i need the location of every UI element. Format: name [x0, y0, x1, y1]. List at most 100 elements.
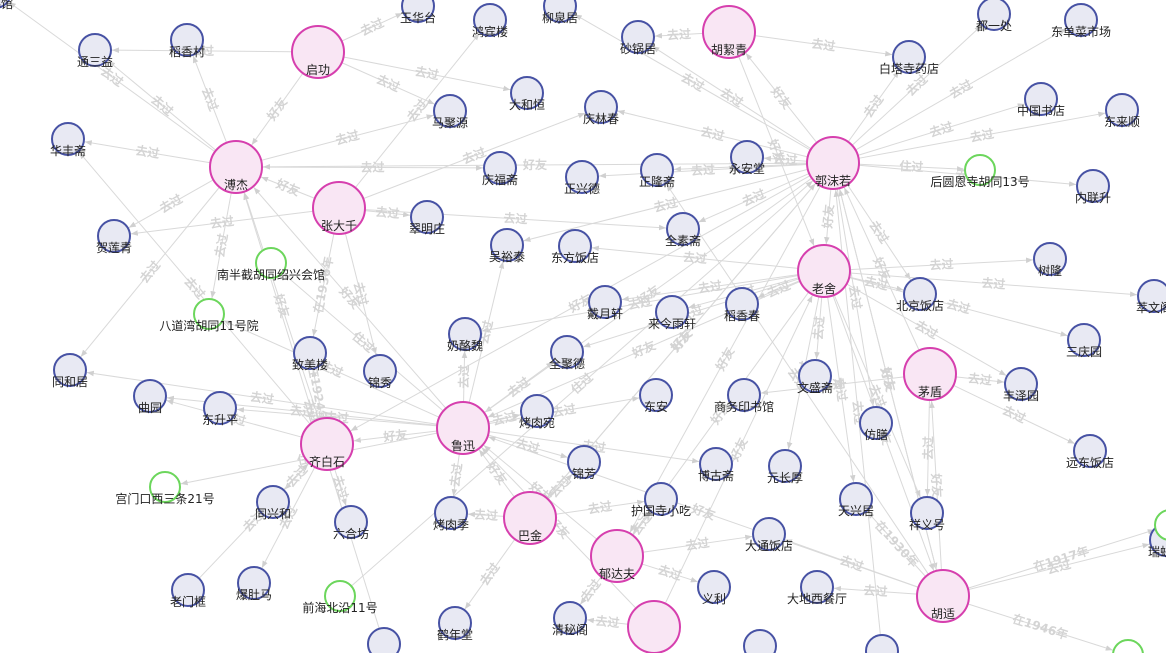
address-node-circle[interactable]	[193, 298, 225, 330]
address-node-circle[interactable]	[964, 154, 996, 186]
place-node[interactable]: 东来顺	[1104, 93, 1140, 129]
person-node-circle[interactable]	[903, 347, 957, 401]
place-node[interactable]	[743, 629, 777, 653]
place-node[interactable]: 树隆	[1033, 242, 1067, 278]
place-node[interactable]: 鹤年堂	[437, 606, 473, 642]
place-node-circle[interactable]	[798, 359, 832, 393]
place-node[interactable]: 吴裕泰	[489, 228, 525, 264]
place-node-circle[interactable]	[558, 229, 592, 263]
place-node[interactable]: 天兴居	[838, 482, 874, 518]
place-node-circle[interactable]	[203, 391, 237, 425]
place-node[interactable]: 丰泽园	[1003, 367, 1039, 403]
place-node[interactable]: 烤肉宛	[519, 394, 555, 430]
place-node-circle[interactable]	[839, 482, 873, 516]
place-node-circle[interactable]	[865, 634, 899, 653]
place-node-circle[interactable]	[859, 406, 893, 440]
place-node-circle[interactable]	[97, 219, 131, 253]
place-node[interactable]: 全素斋	[665, 212, 701, 248]
person-node-circle[interactable]	[312, 181, 366, 235]
place-node[interactable]: 全聚德	[549, 335, 585, 371]
place-node[interactable]: 文盛斋	[797, 359, 833, 395]
place-node-circle[interactable]	[588, 285, 622, 319]
person-node[interactable]: 胡适	[916, 569, 970, 623]
place-node-circle[interactable]	[448, 317, 482, 351]
place-node-circle[interactable]	[520, 394, 554, 428]
place-node[interactable]: 都一处	[976, 0, 1012, 33]
place-node-circle[interactable]	[78, 33, 112, 67]
place-node-circle[interactable]	[800, 570, 834, 604]
place-node-circle[interactable]	[434, 496, 468, 530]
place-node[interactable]: 大地西餐厅	[787, 570, 847, 606]
place-node-circle[interactable]	[644, 482, 678, 516]
place-node[interactable]: 东安	[639, 378, 673, 414]
place-node-circle[interactable]	[977, 0, 1011, 31]
person-node-circle[interactable]	[209, 140, 263, 194]
place-node-circle[interactable]	[473, 3, 507, 37]
place-node-circle[interactable]	[725, 287, 759, 321]
place-node[interactable]: 远东饭店	[1066, 434, 1114, 470]
place-node[interactable]: 爆肚马	[236, 566, 272, 602]
place-node[interactable]: 白塔寺药店	[879, 40, 939, 76]
place-node[interactable]: 北京饭店	[896, 277, 944, 313]
place-node-circle[interactable]	[510, 76, 544, 110]
person-node[interactable]: 郁达夫	[590, 529, 644, 583]
place-node[interactable]	[865, 634, 899, 653]
person-node-circle[interactable]	[806, 136, 860, 190]
place-node[interactable]: 翠明庄	[409, 200, 445, 236]
place-node[interactable]: 博古斋	[698, 447, 734, 483]
place-node[interactable]: 老门框	[170, 573, 206, 609]
place-node-circle[interactable]	[543, 0, 577, 23]
address-node[interactable]	[1154, 509, 1166, 541]
place-node[interactable]: 护国寺小吃	[631, 482, 691, 518]
place-node[interactable]: 稻香村	[169, 23, 205, 59]
place-node-circle[interactable]	[553, 601, 587, 635]
place-node-circle[interactable]	[730, 140, 764, 174]
place-node[interactable]: 戴月轩	[587, 285, 623, 321]
place-node[interactable]: 义利	[697, 570, 731, 606]
place-node[interactable]: 烤肉季	[433, 496, 469, 532]
place-node[interactable]: 东单菜市场	[1051, 3, 1111, 39]
place-node-circle[interactable]	[256, 485, 290, 519]
address-node-circle[interactable]	[1112, 639, 1144, 653]
place-node[interactable]: 来今雨轩	[648, 295, 696, 331]
person-node[interactable]: 鲁迅	[436, 401, 490, 455]
place-node[interactable]: 奶酪魏	[447, 317, 483, 353]
place-node[interactable]: 鸿宾楼	[472, 3, 508, 39]
person-node[interactable]: 胡絜青	[702, 5, 756, 59]
place-node-circle[interactable]	[293, 336, 327, 370]
place-node-circle[interactable]	[903, 277, 937, 311]
place-node-circle[interactable]	[1024, 82, 1058, 116]
place-node[interactable]: 玉华台	[400, 0, 436, 25]
place-node-circle[interactable]	[1033, 242, 1067, 276]
place-node-circle[interactable]	[53, 353, 87, 387]
place-node[interactable]: 永安堂	[729, 140, 765, 176]
place-node-circle[interactable]	[490, 228, 524, 262]
place-node-circle[interactable]	[483, 151, 517, 185]
place-node-circle[interactable]	[170, 23, 204, 57]
place-node-circle[interactable]	[237, 566, 271, 600]
address-node[interactable]: 宫门口西三条21号	[115, 471, 215, 506]
place-node-circle[interactable]	[51, 122, 85, 156]
place-node[interactable]: 萃文阁	[1136, 279, 1166, 315]
place-node-circle[interactable]	[1067, 323, 1101, 357]
address-node-circle[interactable]	[149, 471, 181, 503]
place-node-circle[interactable]	[433, 94, 467, 128]
place-node[interactable]: 庆林春	[583, 90, 619, 126]
person-node-circle[interactable]	[291, 25, 345, 79]
place-node[interactable]: 六合坊	[333, 505, 369, 541]
place-node-circle[interactable]	[550, 335, 584, 369]
place-node[interactable]: 曲园	[133, 379, 167, 415]
address-node[interactable]: 后圆恩寺胡同13号	[930, 154, 1030, 189]
place-node[interactable]: 三庆园	[1066, 323, 1102, 359]
place-node[interactable]: 柳泉居	[542, 0, 578, 25]
person-node[interactable]: 张大千	[312, 181, 366, 235]
place-node-circle[interactable]	[1073, 434, 1107, 468]
place-node[interactable]: 锦秀	[363, 354, 397, 390]
person-node[interactable]: 茅盾	[903, 347, 957, 401]
person-node-circle[interactable]	[916, 569, 970, 623]
place-node-circle[interactable]	[367, 627, 401, 653]
person-node[interactable]: 启功	[291, 25, 345, 79]
person-node[interactable]: 溥杰	[209, 140, 263, 194]
place-node[interactable]: 大通饭店	[745, 517, 793, 553]
place-node-circle[interactable]	[565, 160, 599, 194]
